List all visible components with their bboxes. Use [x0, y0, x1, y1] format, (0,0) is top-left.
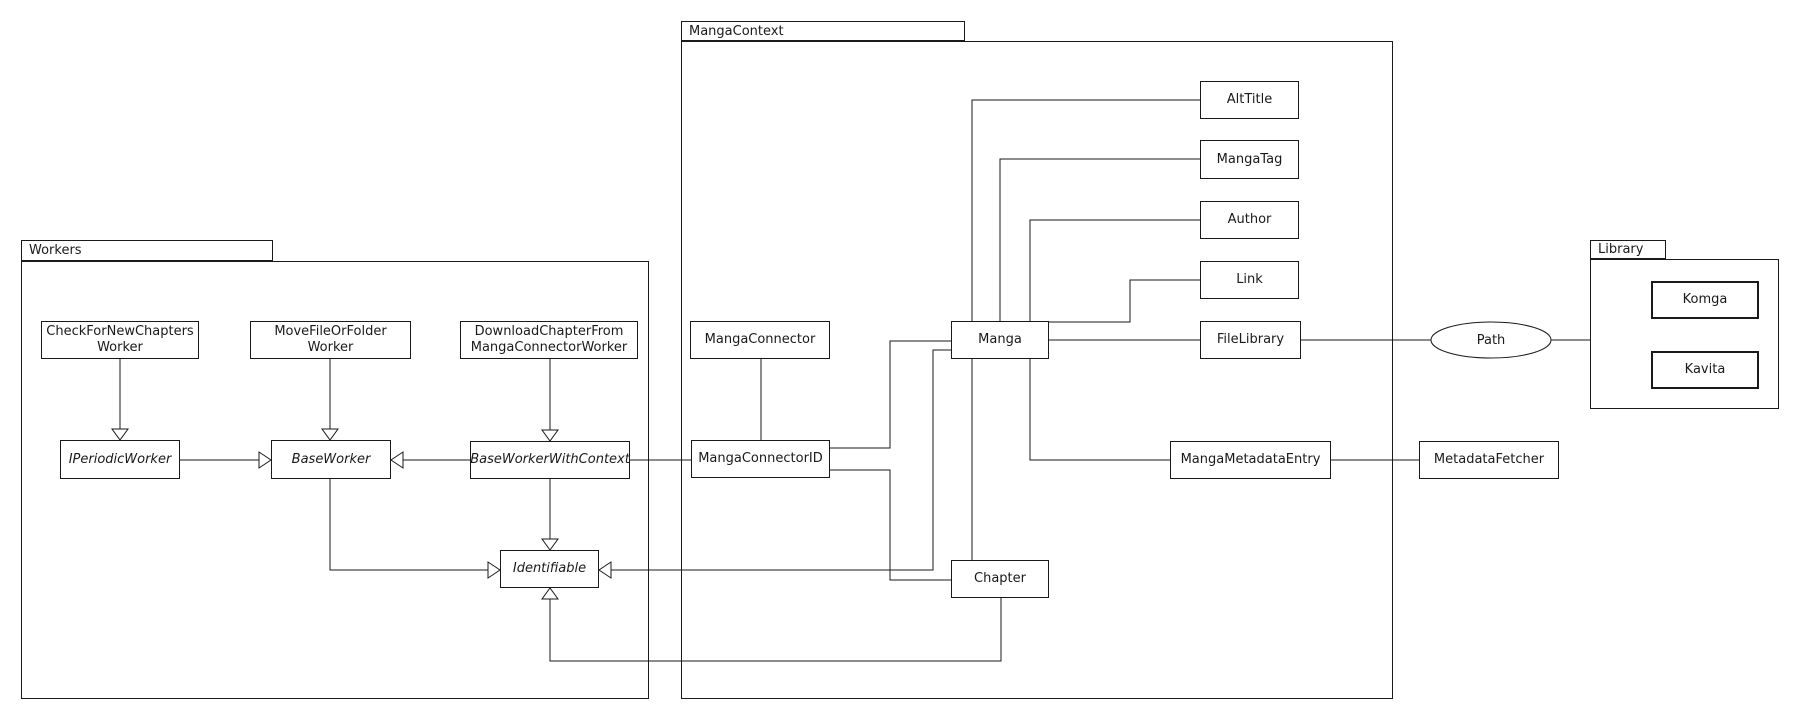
node-baseworker: BaseWorker	[271, 440, 391, 479]
node-kavita: Kavita	[1651, 351, 1759, 389]
node-mangaconnectorid: MangaConnectorID	[691, 440, 830, 478]
node-alttitle: AltTitle	[1200, 81, 1299, 119]
node-download-chapter-from-manga-connector-worker: DownloadChapterFrom MangaConnectorWorker	[460, 321, 638, 359]
node-filelibrary: FileLibrary	[1200, 321, 1301, 359]
package-tab-manga-context: MangaContext	[681, 21, 965, 41]
node-komga: Komga	[1651, 281, 1759, 319]
node-mangatag: MangaTag	[1200, 140, 1299, 179]
node-chapter: Chapter	[951, 560, 1049, 598]
package-body-library	[1590, 259, 1779, 409]
package-label-manga-context: MangaContext	[689, 23, 784, 39]
node-check-for-new-chapters-worker: CheckForNewChapters Worker	[41, 321, 199, 359]
package-tab-library: Library	[1590, 240, 1666, 259]
node-author: Author	[1200, 201, 1299, 239]
package-tab-workers: Workers	[21, 240, 273, 261]
node-path-label: Path	[1476, 332, 1506, 348]
node-move-file-or-folder-worker: MoveFileOrFolder Worker	[250, 321, 411, 359]
node-manga: Manga	[951, 321, 1049, 359]
package-label-workers: Workers	[29, 243, 82, 258]
node-link: Link	[1200, 261, 1299, 299]
node-identifiable: Identifiable	[500, 550, 599, 588]
node-mangametadataentry: MangaMetadataEntry	[1170, 441, 1331, 479]
node-iperiodicworker: IPeriodicWorker	[60, 440, 180, 479]
node-baseworkerwithcontext: BaseWorkerWithContext	[470, 441, 630, 479]
node-metadatafetcher: MetadataFetcher	[1419, 441, 1559, 479]
package-label-library: Library	[1598, 242, 1644, 257]
node-mangaconnector: MangaConnector	[690, 321, 830, 359]
